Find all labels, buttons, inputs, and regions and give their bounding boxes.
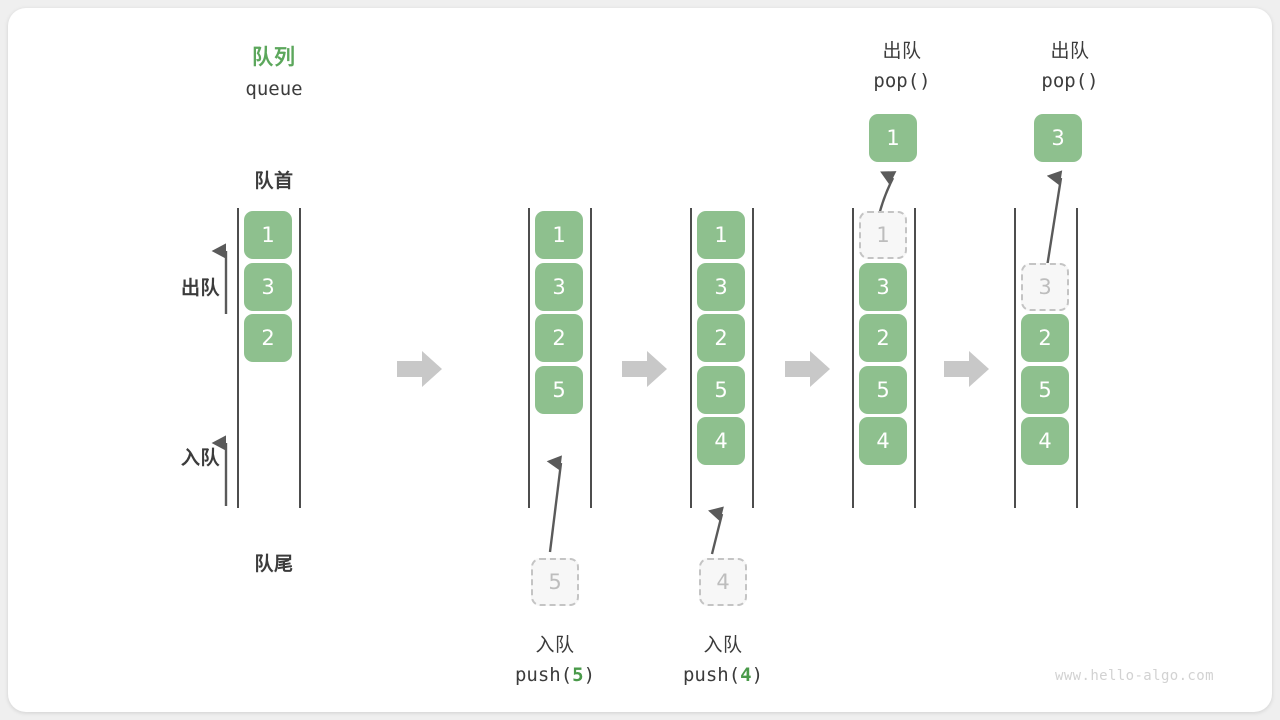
push-caption-cn-5: 入队 bbox=[535, 634, 575, 656]
queue-ghost-element: 3 bbox=[1021, 262, 1069, 311]
queue-rail-right bbox=[1076, 208, 1078, 508]
queue-element: 3 bbox=[535, 262, 583, 311]
queue-rail-right bbox=[752, 208, 754, 508]
queue-element: 2 bbox=[244, 314, 292, 362]
queue-rail-right bbox=[299, 208, 301, 508]
stage-separator-arrow-icon-1 bbox=[397, 351, 442, 387]
push-arrow-icon-5 bbox=[546, 455, 563, 553]
push-code-suffix: ) bbox=[583, 664, 596, 686]
dequeue-direction-arrow-icon bbox=[211, 243, 228, 314]
push-caption-cn-4: 入队 bbox=[703, 634, 743, 656]
queue-rail-left bbox=[852, 208, 854, 508]
dequeue-direction-label: 出队 bbox=[180, 277, 220, 299]
queue-element: 4 bbox=[697, 417, 745, 465]
push-caption-code-5: push(5) bbox=[495, 664, 615, 686]
pop-caption-code-1: pop() bbox=[873, 70, 931, 92]
queue-element: 2 bbox=[1021, 314, 1069, 362]
push-code-suffix: ) bbox=[751, 664, 764, 686]
queue-element: 1 bbox=[244, 211, 292, 259]
push-ghost-box-5: 5 bbox=[531, 558, 579, 606]
enqueue-direction-label: 入队 bbox=[180, 447, 220, 469]
diagram-title-cn: 队列 bbox=[252, 45, 296, 69]
push-caption-code-4: push(4) bbox=[663, 664, 783, 686]
queue-rail-left bbox=[1014, 208, 1016, 508]
popped-box-1: 1 bbox=[869, 114, 917, 162]
queue-element: 5 bbox=[535, 365, 583, 414]
push-code-argument: 5 bbox=[572, 664, 584, 686]
queue-element: 5 bbox=[697, 365, 745, 414]
queue-element: 3 bbox=[697, 262, 745, 311]
queue-element: 5 bbox=[1021, 365, 1069, 414]
queue-element: 1 bbox=[535, 211, 583, 259]
queue-rail-left bbox=[690, 208, 692, 508]
queue-element: 3 bbox=[244, 262, 292, 311]
pop-caption-cn-3: 出队 bbox=[1050, 40, 1090, 62]
queue-element: 5 bbox=[859, 365, 907, 414]
stage-separator-arrow-icon-2 bbox=[622, 351, 667, 387]
watermark: www.hello-algo.com bbox=[1055, 668, 1214, 684]
queue-element: 2 bbox=[859, 314, 907, 362]
queue-element: 4 bbox=[859, 417, 907, 465]
queue-element: 4 bbox=[1021, 417, 1069, 465]
queue-tail-label: 队尾 bbox=[254, 553, 294, 575]
pop-caption-code-3: pop() bbox=[1041, 70, 1099, 92]
queue-element: 1 bbox=[697, 211, 745, 259]
queue-rail-right bbox=[914, 208, 916, 508]
pop-caption-cn-1: 出队 bbox=[882, 40, 922, 62]
push-ghost-box-4: 4 bbox=[699, 558, 747, 606]
queue-rail-left bbox=[528, 208, 530, 508]
stage-separator-arrow-icon-3 bbox=[785, 351, 830, 387]
stage-separator-arrow-icon-4 bbox=[944, 351, 989, 387]
push-code-argument: 4 bbox=[740, 664, 752, 686]
queue-element: 3 bbox=[859, 262, 907, 311]
queue-ghost-element: 1 bbox=[859, 211, 907, 259]
push-code-prefix: push( bbox=[514, 664, 573, 686]
push-code-prefix: push( bbox=[682, 664, 741, 686]
queue-head-label: 队首 bbox=[254, 170, 294, 192]
enqueue-direction-arrow-icon bbox=[211, 435, 228, 506]
diagram-title-en: queue bbox=[245, 78, 303, 100]
queue-element: 2 bbox=[535, 314, 583, 362]
queue-rail-left bbox=[237, 208, 239, 508]
push-arrow-icon-4 bbox=[708, 506, 724, 555]
queue-rail-right bbox=[590, 208, 592, 508]
queue-element: 2 bbox=[697, 314, 745, 362]
popped-box-3: 3 bbox=[1034, 114, 1082, 162]
